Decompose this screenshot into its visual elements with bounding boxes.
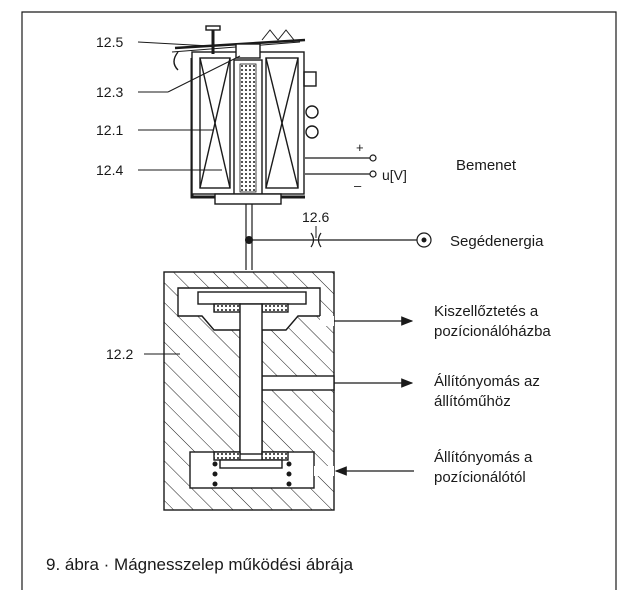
- part-label-12-6: 12.6: [302, 209, 329, 225]
- supply-label: Segédenergia: [450, 233, 544, 250]
- junction-dot: [245, 236, 253, 244]
- part-label-12-2: 12.2: [106, 346, 133, 362]
- leader-lines: [137, 41, 317, 355]
- supply-line: [245, 204, 432, 270]
- exhaust-label-line2: pozícionálóházba: [434, 323, 551, 340]
- voltage-label: u[V]: [382, 167, 407, 183]
- part-label-12-1: 12.1: [96, 122, 123, 138]
- valve-body: [163, 271, 335, 511]
- part-label-12-3: 12.3: [96, 84, 123, 100]
- electrical-leads: [305, 154, 377, 178]
- part-label-12-4: 12.4: [96, 162, 123, 178]
- return-spring: [212, 461, 292, 487]
- minus-sign: –: [354, 178, 362, 193]
- figure-caption: 9. ábra · Mágnesszelep működési ábrája: [46, 555, 354, 574]
- solenoid-head: [171, 25, 319, 205]
- plus-sign: +: [356, 140, 364, 155]
- positioner-label-line2: pozícionálótól: [434, 469, 526, 486]
- actuator-label-line1: Állítónyomás az: [434, 373, 540, 390]
- exhaust-label-line1: Kiszellőztetés a: [434, 303, 539, 320]
- positioner-label-line1: Állítónyomás a: [434, 449, 533, 466]
- supply-port-symbol: [421, 237, 427, 243]
- figure-border: [21, 11, 617, 590]
- part-label-12-5: 12.5: [96, 34, 123, 50]
- actuator-label-line2: állítóműhöz: [434, 393, 511, 410]
- input-label: Bemenet: [456, 157, 517, 174]
